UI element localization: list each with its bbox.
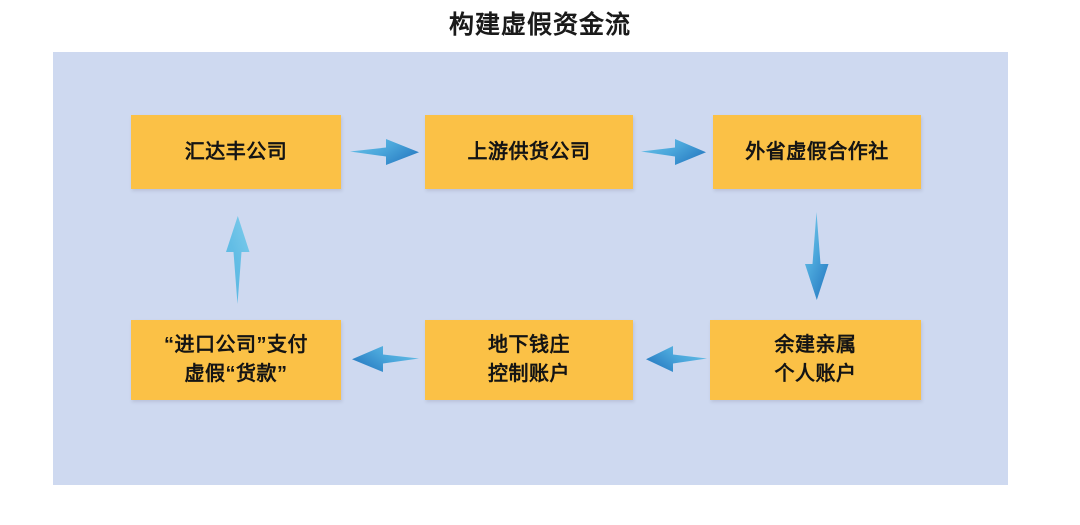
page-title: 构建虚假资金流	[448, 11, 631, 39]
flow-node-upstream-supplier[interactable]: 上游供货公司	[425, 115, 633, 189]
flow-node-relative-personal-account[interactable]: 余建亲属 个人账户	[710, 320, 921, 400]
arrow-left-icon	[645, 338, 707, 380]
flow-diagram-panel: 汇达丰公司 上游供货公司 外省虚假合作社 “进口公司”支付 虚假“货款” 地下钱…	[53, 52, 1008, 485]
flow-node-label: “进口公司”支付 虚假“货款”	[164, 334, 308, 385]
arrow-up-icon	[216, 214, 260, 304]
arrow-right-icon	[350, 132, 420, 172]
flow-node-label: 外省虚假合作社	[745, 140, 889, 163]
flow-node-fake-cooperative[interactable]: 外省虚假合作社	[713, 115, 921, 189]
arrow-left-icon	[351, 338, 419, 380]
arrow-right-icon	[641, 132, 707, 172]
flow-node-label: 汇达丰公司	[184, 140, 288, 163]
flow-node-huidafeng[interactable]: 汇达丰公司	[131, 115, 341, 189]
arrow-down-icon	[795, 212, 839, 302]
flow-node-import-company-payment[interactable]: “进口公司”支付 虚假“货款”	[131, 320, 341, 400]
flow-node-label: 地下钱庄 控制账户	[488, 334, 570, 385]
flow-node-label: 余建亲属 个人账户	[774, 334, 857, 385]
flow-node-underground-bank-account[interactable]: 地下钱庄 控制账户	[425, 320, 633, 400]
flow-node-label: 上游供货公司	[467, 140, 591, 163]
